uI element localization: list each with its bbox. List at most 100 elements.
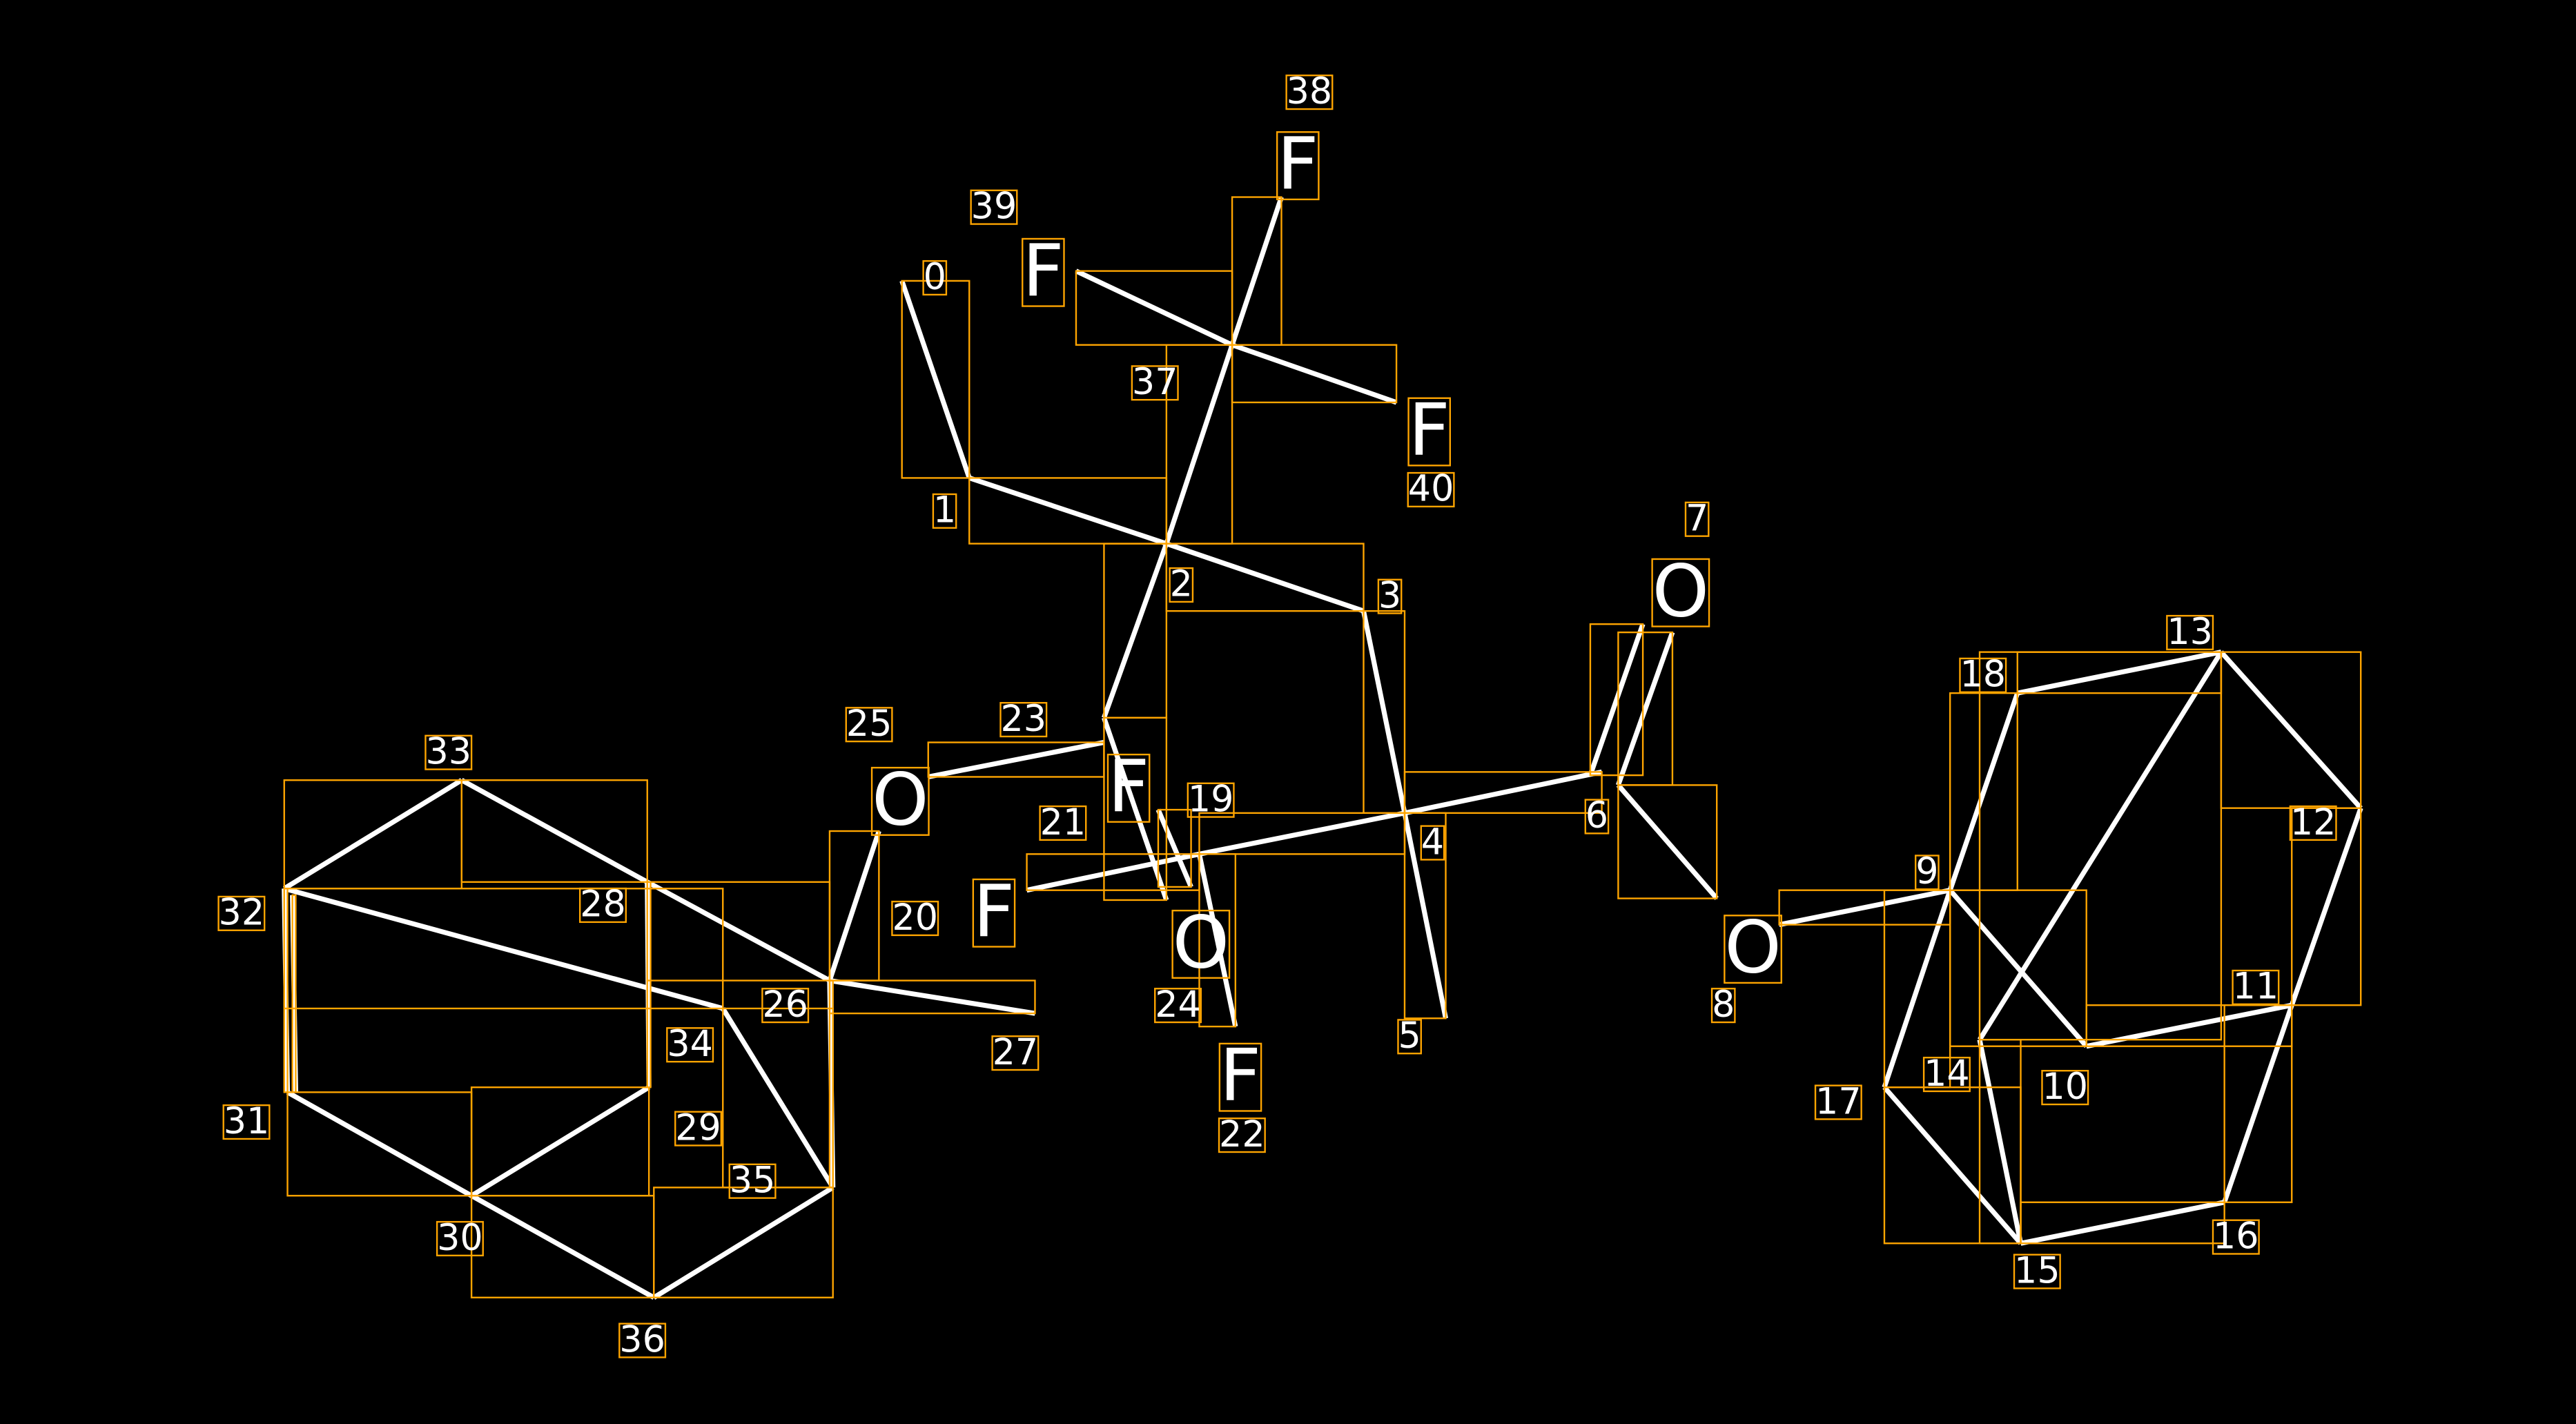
bond-line	[1977, 650, 2223, 1042]
atom-symbol-f: F	[973, 869, 1015, 953]
atom-index-label: 5	[1398, 1015, 1421, 1057]
bond-line	[1588, 623, 1646, 777]
bond-line	[1231, 342, 1398, 405]
atom-symbol-o: O	[872, 758, 928, 842]
label-bounding-box	[578, 887, 627, 924]
bond-line	[968, 476, 1168, 546]
atom-index-label: 18	[1960, 654, 2006, 696]
label-bounding-box	[666, 1027, 714, 1063]
label-bounding-box	[1171, 909, 1231, 979]
atom-index-label: 17	[1815, 1080, 1862, 1122]
bond-line	[1165, 541, 1365, 614]
atom-index-label: 4	[1421, 821, 1444, 863]
label-bounding-box	[2232, 969, 2280, 1006]
bond-line	[1198, 810, 1405, 857]
atom-index-label: 7	[1686, 498, 1708, 540]
label-bounding-box	[1407, 471, 1455, 508]
atom-index-label: 29	[675, 1106, 721, 1149]
bond-line	[1882, 1085, 2023, 1245]
bond-line	[1164, 344, 1235, 545]
atom-symbol-f: F	[1220, 1033, 1261, 1118]
atom-index-label: 24	[1155, 984, 1201, 1026]
label-bounding-box	[1154, 988, 1202, 1024]
bond-line	[2222, 1004, 2294, 1203]
atom-index-label: 39	[971, 185, 1017, 227]
bond-bounding-box	[1978, 651, 2223, 1041]
label-bounding-box	[1959, 657, 2007, 693]
bond-line	[2289, 807, 2363, 1006]
label-bounding-box	[1651, 558, 1710, 627]
atom-index-label: 25	[846, 703, 892, 745]
bond-line	[1977, 1039, 2024, 1244]
label-bounding-box	[674, 1111, 723, 1147]
bond-bounding-box	[1075, 270, 1233, 346]
bond-line	[460, 778, 649, 884]
bond-line	[1778, 888, 1951, 928]
atom-index-label: 26	[762, 984, 808, 1026]
atom-index-label: 8	[1712, 984, 1735, 1026]
bond-bounding-box	[283, 888, 724, 1010]
label-bounding-box	[728, 1163, 777, 1199]
bond-line	[1360, 610, 1407, 814]
atom-index-label: 2	[1170, 563, 1193, 605]
bond-bounding-box	[1157, 808, 1192, 888]
label-bounding-box	[2041, 1070, 2089, 1106]
atom-index-label: 15	[2014, 1249, 2060, 1291]
label-bounding-box	[1187, 782, 1235, 818]
bond-line	[2017, 650, 2222, 696]
bond-line	[1155, 808, 1193, 888]
label-bounding-box	[1039, 805, 1087, 841]
label-bounding-box	[1169, 567, 1194, 603]
bond-bounding-box	[901, 280, 970, 479]
label-bounding-box	[845, 707, 893, 743]
bond-line	[1102, 716, 1169, 901]
bond-line	[1616, 631, 1675, 786]
atom-index-label: 37	[1132, 361, 1178, 403]
bond-line	[1196, 853, 1238, 1027]
label-bounding-box	[1218, 1118, 1266, 1153]
atom-index-label: 28	[580, 884, 626, 926]
atom-index-label: 30	[437, 1217, 483, 1259]
atom-index-label: 32	[219, 892, 265, 934]
label-bounding-box	[1285, 75, 1334, 110]
atom-symbol-f: F	[1409, 388, 1450, 472]
label-bounding-box	[1022, 237, 1065, 307]
atom-index-label: 0	[924, 256, 946, 298]
bond-line	[1075, 269, 1233, 347]
bond-line	[2020, 1200, 2225, 1246]
atom-index-label: 33	[425, 730, 471, 772]
atom-index-label: 21	[1040, 801, 1086, 843]
label-bounding-box	[1420, 825, 1445, 861]
bond-line	[1947, 692, 2020, 891]
atom-symbol-f: F	[1022, 228, 1064, 313]
bond-bounding-box	[2223, 1004, 2293, 1203]
bond-line	[286, 1090, 473, 1198]
bond-line	[928, 740, 1105, 779]
bond-bounding-box	[646, 881, 652, 1089]
bond-line	[646, 879, 831, 983]
atom-symbol-f: F	[1108, 744, 1149, 828]
bond-line	[470, 1193, 656, 1300]
atom-symbol-o: O	[1724, 906, 1781, 990]
label-bounding-box	[932, 493, 957, 529]
label-bounding-box	[999, 701, 1048, 738]
label-bounding-box	[2289, 805, 2337, 841]
atom-index-label: 3	[1378, 574, 1401, 616]
label-bounding-box	[1407, 397, 1451, 467]
bond-bounding-box	[1198, 812, 1406, 855]
bond-bounding-box	[2291, 807, 2362, 1006]
label-bounding-box	[1915, 855, 1940, 890]
atom-index-label: 1	[933, 489, 956, 531]
label-bounding-box	[1684, 501, 1710, 537]
atom-symbol-f: F	[1277, 122, 1318, 206]
atom-index-label: 9	[1915, 850, 1938, 893]
atom-index-label: 36	[619, 1318, 665, 1360]
bond-line	[470, 1085, 651, 1198]
label-bounding-box	[870, 766, 930, 836]
bond-line	[829, 978, 1036, 1016]
atom-index-label: 27	[993, 1031, 1039, 1073]
atom-symbol-o: O	[1652, 549, 1709, 633]
label-bounding-box	[1131, 365, 1179, 401]
atom-index-label: 34	[667, 1023, 713, 1065]
